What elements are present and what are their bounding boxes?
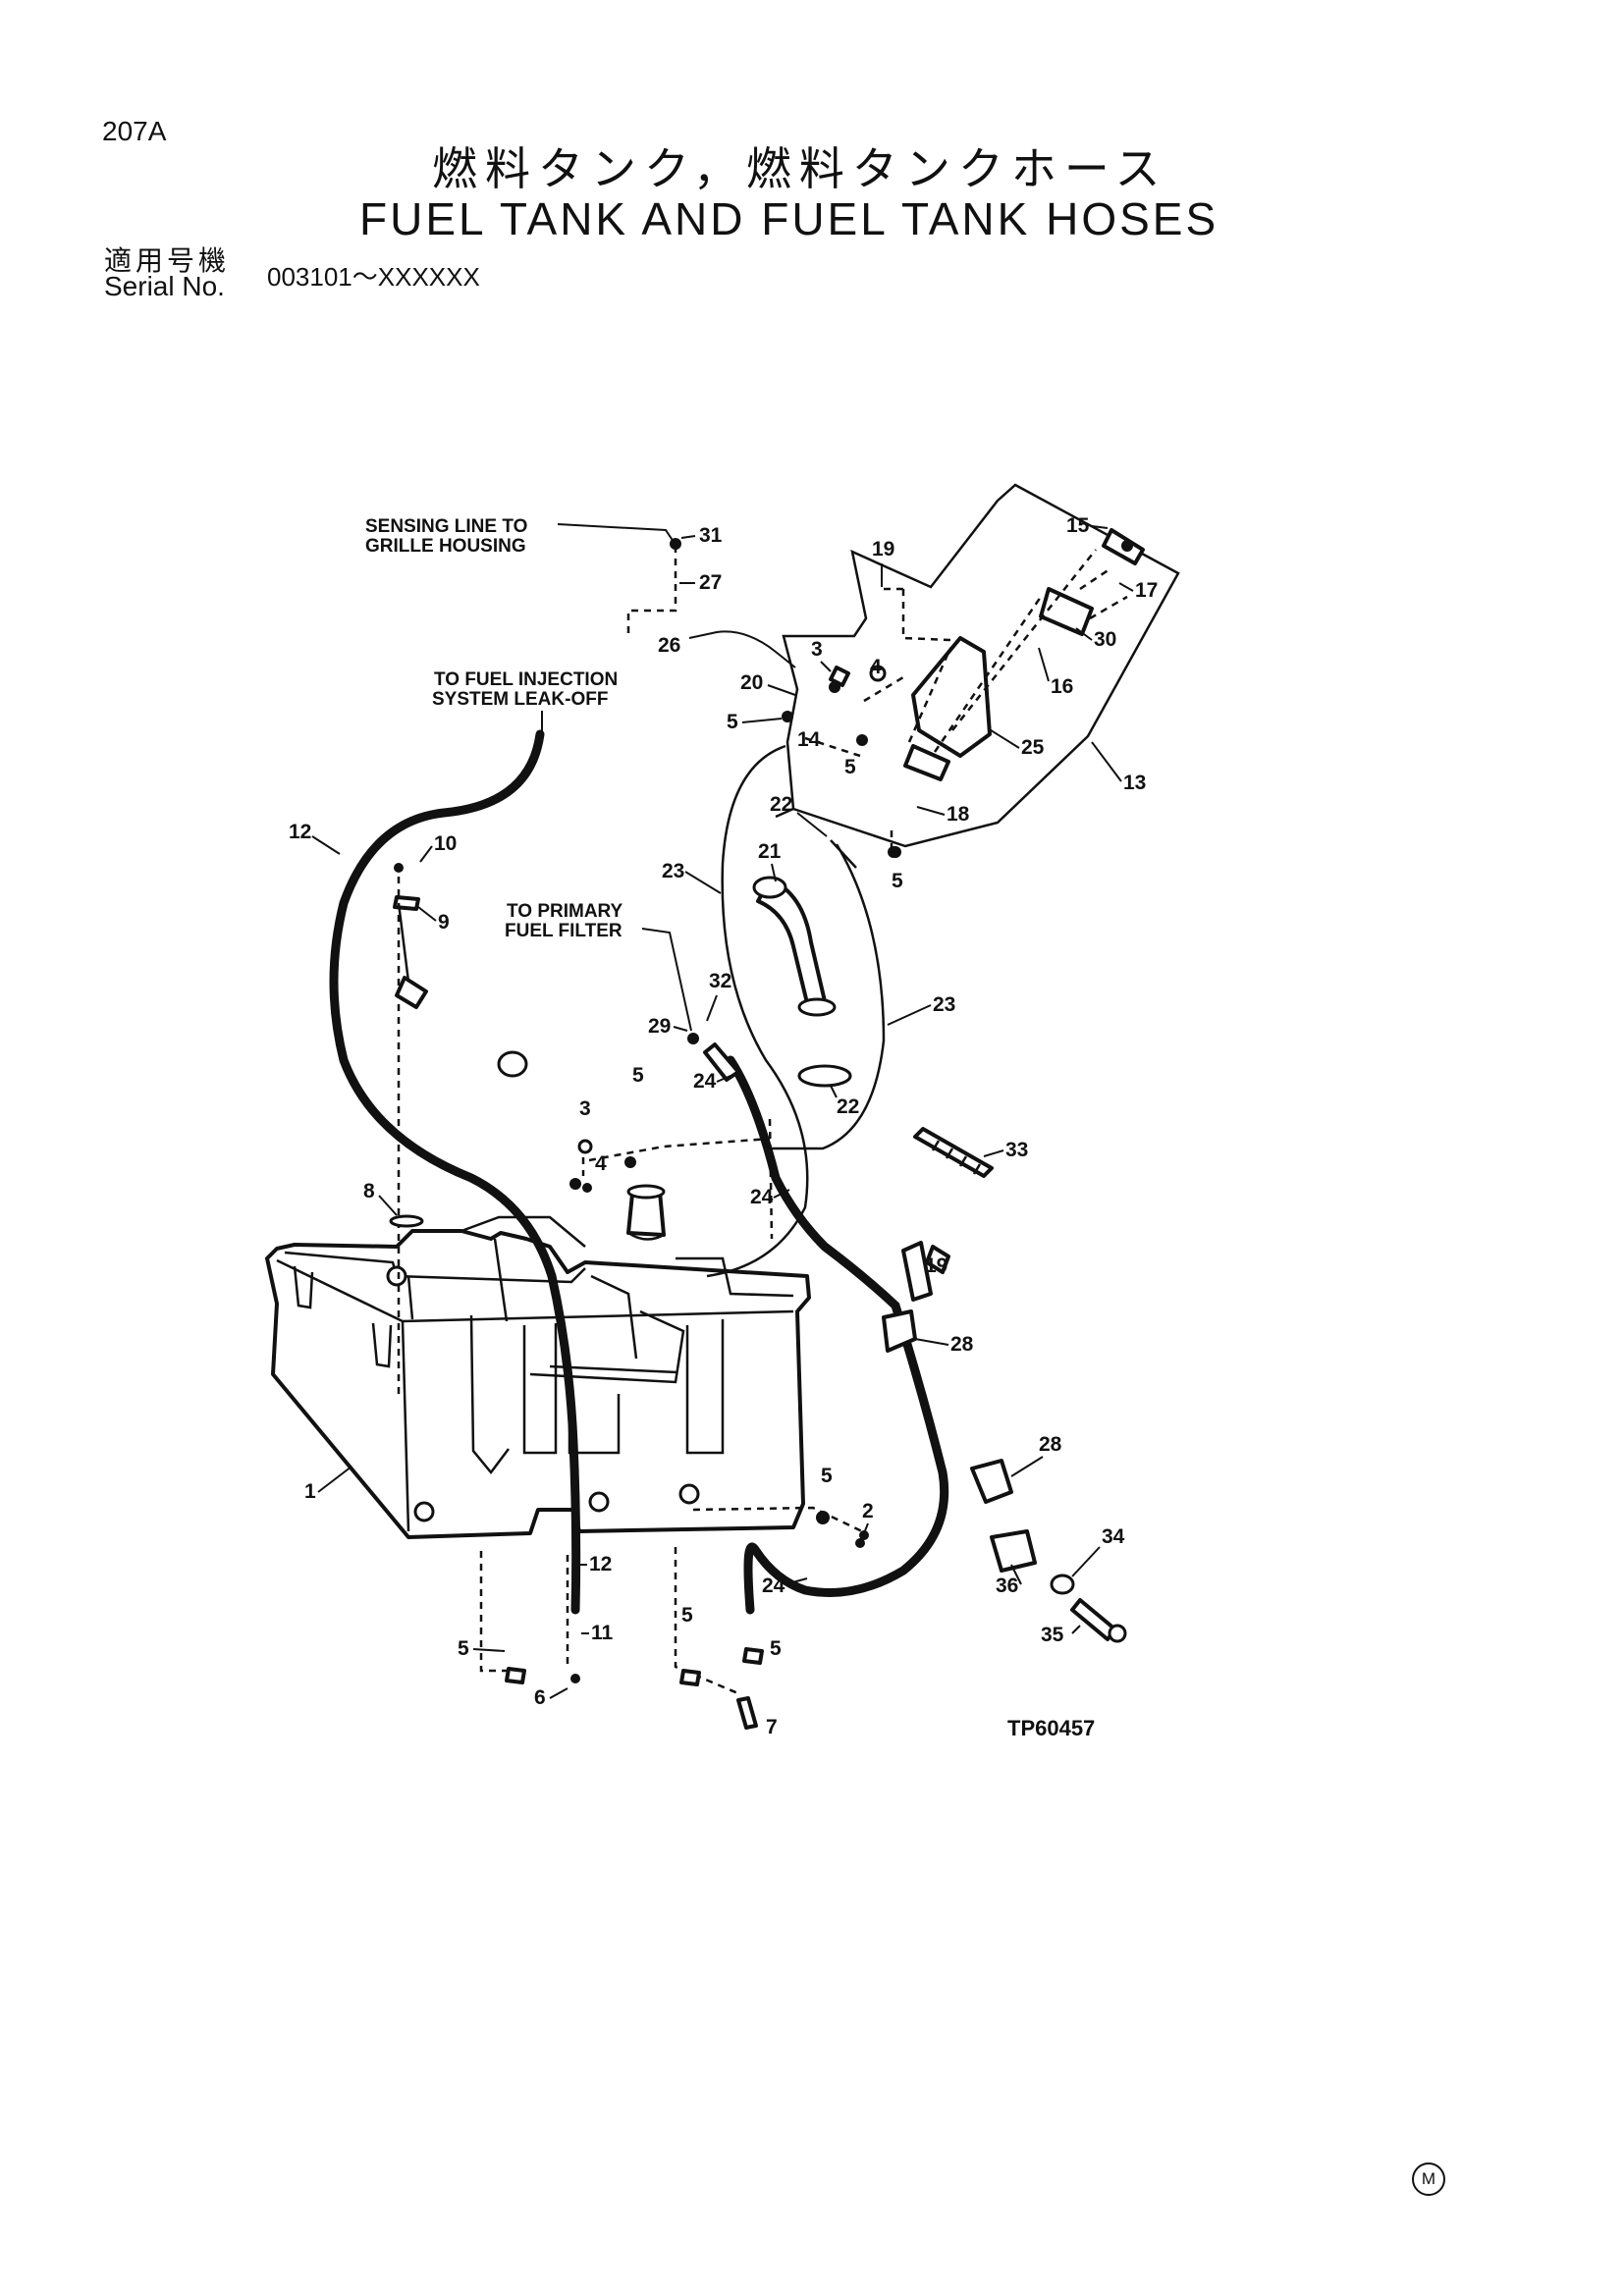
callout-5-c: 5 [892, 870, 903, 892]
callout-1: 1 [304, 1480, 316, 1503]
vent-line-right [766, 843, 886, 1150]
callout-3-lower: 3 [579, 1097, 591, 1120]
fuel-tank [265, 1184, 811, 1539]
callout-5-g: 5 [681, 1604, 693, 1627]
note-primary-filter-line2: FUEL FILTER [505, 921, 623, 941]
callout-21: 21 [758, 840, 782, 863]
callout-5-f: 5 [458, 1637, 469, 1660]
callout-20: 20 [740, 671, 763, 694]
callout-29: 29 [648, 1015, 671, 1038]
page-title-japanese: 燃料タンク，燃料タンクホース [432, 142, 1168, 195]
callout-23-left: 23 [662, 860, 684, 882]
callout-25: 25 [1021, 736, 1045, 759]
elbow-hose [752, 839, 857, 1088]
callout-24-middle: 24 [750, 1186, 774, 1208]
callout-12-upper: 12 [289, 821, 311, 843]
callout-26: 26 [658, 634, 680, 657]
callout-4-upper: 4 [870, 656, 882, 678]
callout-16: 16 [1051, 675, 1073, 698]
fuel-suction-hose [726, 1055, 949, 1615]
callout-35: 35 [1041, 1624, 1064, 1646]
callout-12-lower: 12 [589, 1553, 612, 1575]
serial-label-english: Serial No. [104, 271, 225, 301]
callout-5-a: 5 [727, 711, 738, 733]
page-title-english: FUEL TANK AND FUEL TANK HOSES [359, 193, 1219, 244]
callout-36: 36 [996, 1575, 1018, 1597]
callout-34: 34 [1102, 1525, 1125, 1548]
callout-33: 33 [1005, 1139, 1028, 1161]
note-primary-filter-line1: TO PRIMARY [507, 901, 623, 922]
hardware-parts [389, 538, 1127, 1730]
callout-11: 11 [591, 1622, 614, 1644]
callout-22-lower: 22 [837, 1095, 859, 1118]
callout-24-lower: 24 [762, 1575, 785, 1597]
callout-27: 27 [699, 571, 722, 594]
callout-14: 14 [797, 728, 821, 751]
callout-30: 30 [1094, 628, 1116, 651]
callout-2: 2 [862, 1500, 874, 1522]
fuel-injection-return-hose [329, 729, 581, 1615]
callout-13: 13 [1123, 772, 1146, 794]
serial-range: 003101～XXXXXX [267, 262, 480, 292]
callout-5-e: 5 [821, 1465, 833, 1487]
callout-23-right: 23 [933, 993, 955, 1016]
callout-6: 6 [534, 1686, 546, 1709]
filler-neck-assembly [775, 483, 1180, 858]
callout-28-upper: 28 [950, 1333, 974, 1356]
callout-24-upper: 24 [693, 1070, 717, 1093]
note-fuel-injection-line2: SYSTEM LEAK-OFF [432, 689, 608, 710]
serial-label-japanese: 適用号機 [104, 244, 231, 277]
callout-8: 8 [363, 1180, 375, 1202]
figure-reference: TP60457 [1007, 1716, 1095, 1740]
callout-22-upper: 22 [770, 793, 792, 816]
callout-31: 31 [699, 524, 723, 547]
callout-28-lower: 28 [1039, 1433, 1062, 1456]
callout-19-upper: 19 [872, 538, 894, 561]
callout-10: 10 [434, 832, 457, 855]
note-sensing-line-line1: SENSING LINE TO [365, 516, 527, 537]
assembly-leaders [397, 546, 904, 1696]
callout-18: 18 [947, 803, 970, 826]
note-sensing-line-line2: GRILLE HOUSING [365, 536, 526, 557]
callout-5-h: 5 [770, 1637, 782, 1660]
callout-7: 7 [766, 1716, 778, 1738]
callout-15: 15 [1066, 514, 1090, 537]
callout-9: 9 [438, 911, 450, 934]
callout-19-lower: 19 [925, 1255, 947, 1277]
callouts: 1 2 3 3 4 4 5 5 5 5 5 5 5 5 6 7 8 9 10 1… [289, 514, 1158, 1738]
callout-5-b: 5 [844, 756, 856, 778]
page-code: 207A [102, 116, 167, 146]
callout-4-lower: 4 [595, 1152, 607, 1175]
note-fuel-injection-line1: TO FUEL INJECTION [434, 669, 618, 690]
callout-32: 32 [709, 970, 731, 992]
callout-17: 17 [1135, 579, 1158, 602]
callout-5-d: 5 [632, 1064, 644, 1087]
manufacturer-mark: M [1412, 2163, 1445, 2196]
callout-3-upper: 3 [811, 638, 823, 661]
vent-line-left [706, 744, 809, 1278]
